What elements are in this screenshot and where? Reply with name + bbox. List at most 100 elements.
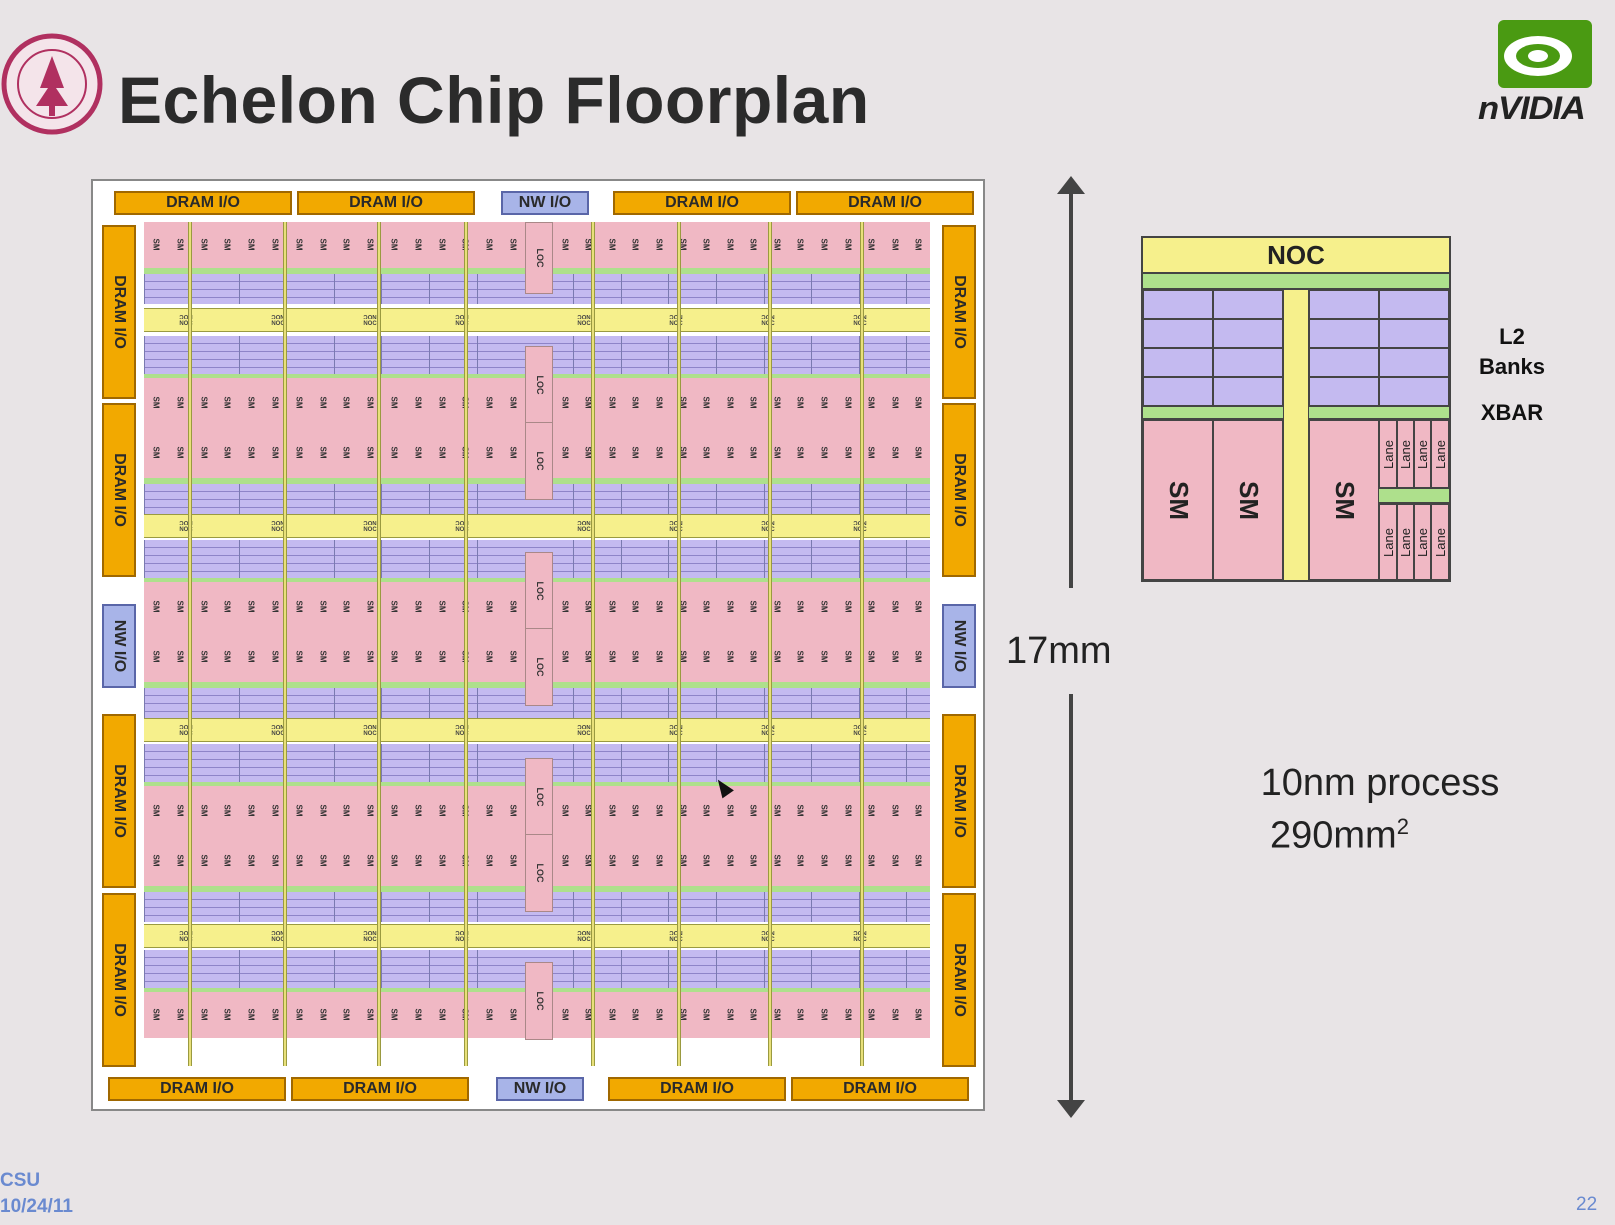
sm-label: SM <box>270 804 280 817</box>
loc-block: LOC <box>525 422 553 500</box>
left-nw-io: NW I/O <box>102 604 136 688</box>
detail-l2-bank <box>1309 377 1379 406</box>
l2-bank-divider <box>429 950 430 988</box>
sm-label: SM <box>246 854 256 867</box>
sm-label: SM <box>199 854 209 867</box>
detail-l2-bank <box>1143 319 1213 348</box>
l2-bank-divider <box>859 336 860 374</box>
sm-label: SM <box>413 1008 423 1021</box>
sm-label: SM <box>389 1008 399 1021</box>
top-nw-io: NW I/O <box>501 191 589 215</box>
sm-label: SM <box>725 396 735 409</box>
top-dram-io-2: DRAM I/O <box>297 191 475 215</box>
sm-label: SM <box>819 854 829 867</box>
l2-bank-divider <box>573 892 574 922</box>
sm-label: SM <box>175 238 185 251</box>
left-dram-io-1: DRAM I/O <box>102 225 136 399</box>
vertical-noc-bar <box>768 222 772 1066</box>
dimension-arrow-top-icon <box>1057 176 1085 194</box>
sm-label: SM <box>913 600 923 613</box>
sm-label: SM <box>843 446 853 459</box>
sm-label: SM <box>630 650 640 663</box>
sm-label: SM <box>748 446 758 459</box>
sm-label: SM <box>175 600 185 613</box>
sm-label: SM <box>508 446 518 459</box>
sm-label: SM <box>175 446 185 459</box>
sm-label: SM <box>607 804 617 817</box>
sm-label: SM <box>701 238 711 251</box>
l2-bank-divider <box>144 892 145 922</box>
l2-bank-divider <box>668 950 669 988</box>
sm-label: SM <box>389 396 399 409</box>
l2-bank-divider <box>381 484 382 514</box>
sm-label: SM <box>890 650 900 663</box>
sm-label: SM <box>725 600 735 613</box>
l2-bank-divider <box>621 540 622 578</box>
sm-label: SM <box>318 396 328 409</box>
l2-bank-divider <box>381 274 382 304</box>
l2-bank-divider <box>334 274 335 304</box>
l2-bank-divider <box>429 744 430 782</box>
l2-bank-divider <box>716 484 717 514</box>
l2-bank-divider <box>716 892 717 922</box>
right-dram-io-2: DRAM I/O <box>942 403 976 577</box>
sm-label: SM <box>341 238 351 251</box>
l2-bank-divider <box>477 950 478 988</box>
sm-label: SM <box>365 1008 375 1021</box>
sm-label: SM <box>819 1008 829 1021</box>
l2-bank-divider <box>381 744 382 782</box>
l2-bank-divider <box>764 274 765 304</box>
sm-label: SM <box>437 600 447 613</box>
l2-bank-divider <box>716 688 717 718</box>
l2-bank-divider <box>764 950 765 988</box>
bottom-nw-io: NW I/O <box>496 1077 584 1101</box>
vertical-noc-bar <box>860 222 864 1066</box>
nvidia-logo <box>1476 18 1615 130</box>
sm-label: SM <box>365 804 375 817</box>
top-dram-io-1: DRAM I/O <box>114 191 292 215</box>
sm-label: SM <box>560 804 570 817</box>
sm-label: SM <box>270 600 280 613</box>
l2-bank-divider <box>334 484 335 514</box>
sm-label: SM <box>246 650 256 663</box>
footer-date: 10/24/11 <box>0 1196 73 1217</box>
sm-label: SM <box>175 1008 185 1021</box>
l2-bank-divider <box>859 950 860 988</box>
sm-label: SM <box>843 238 853 251</box>
l2-bank-divider <box>621 336 622 374</box>
sm-label: SM <box>748 396 758 409</box>
sm-label: SM <box>772 804 782 817</box>
sm-label: SM <box>795 238 805 251</box>
bottom-dram-io-3: DRAM I/O <box>608 1077 786 1101</box>
sm-label: SM <box>318 600 328 613</box>
l2-bank-divider <box>334 336 335 374</box>
sm-label: SM <box>294 1008 304 1021</box>
l2-bank-divider <box>811 484 812 514</box>
sm-label: SM <box>725 1008 735 1021</box>
sm-label: SM <box>413 600 423 613</box>
sm-label: SM <box>630 396 640 409</box>
sm-label: SM <box>866 854 876 867</box>
l2-bank-divider <box>906 688 907 718</box>
l2-bank-divider <box>811 892 812 922</box>
sm-label: SM <box>270 238 280 251</box>
l2-bank-divider <box>716 950 717 988</box>
l2-bank-divider <box>859 892 860 922</box>
sm-label: SM <box>484 804 494 817</box>
sm-label: SM <box>318 446 328 459</box>
detail-lane: Lane <box>1379 504 1397 580</box>
sm-label: SM <box>890 396 900 409</box>
loc-label: LOC <box>535 375 545 395</box>
bottom-dram-io-1: DRAM I/O <box>108 1077 286 1101</box>
sm-label: SM <box>630 804 640 817</box>
l2-bank-divider <box>716 744 717 782</box>
sm-label: SM <box>795 396 805 409</box>
loc-label: LOC <box>535 787 545 807</box>
detail-noc: NOC <box>1143 238 1449 274</box>
right-dram-io-1: DRAM I/O <box>942 225 976 399</box>
